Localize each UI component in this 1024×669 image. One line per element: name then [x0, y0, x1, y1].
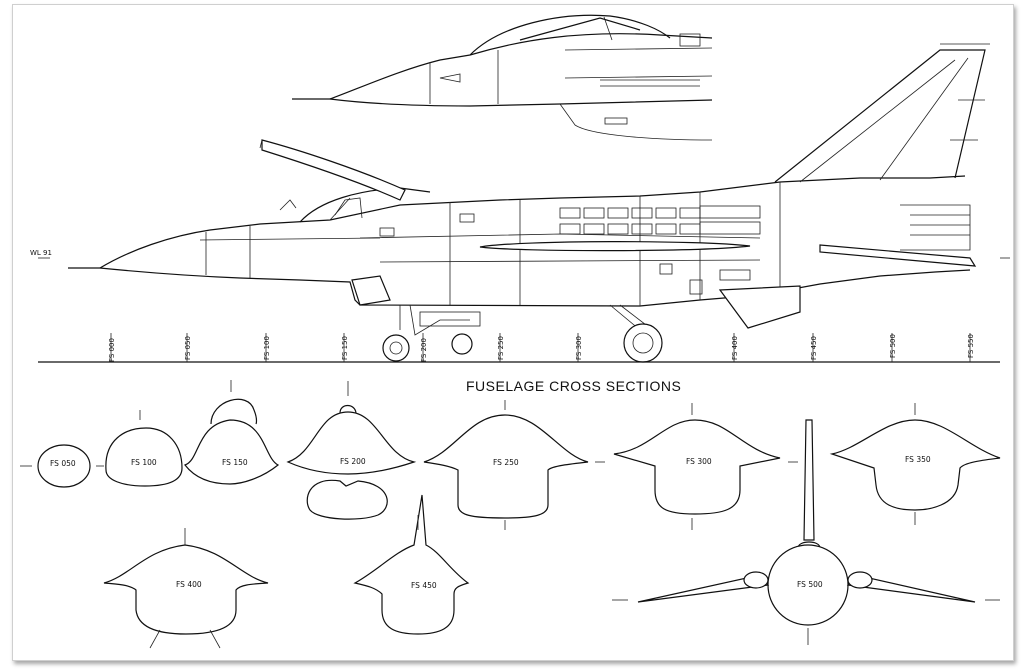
svg-text:FS 000: FS 000	[108, 338, 116, 362]
svg-text:FS 550: FS 550	[967, 334, 975, 358]
station-tick: FS 450	[810, 333, 818, 362]
svg-text:FS 250: FS 250	[497, 336, 505, 360]
waterline-label: WL 91	[30, 249, 52, 257]
station-tick: FS 300	[575, 333, 583, 362]
side-view-fuselage	[38, 43, 1010, 363]
station-tick: FS 250	[497, 333, 505, 362]
section-label: FS 100	[131, 458, 157, 467]
svg-text:FS 300: FS 300	[575, 336, 583, 360]
svg-text:FS 450: FS 450	[810, 336, 818, 360]
station-tick: FS 000	[108, 333, 116, 362]
svg-text:FS 400: FS 400	[731, 336, 739, 360]
station-tick: FS 500	[889, 333, 897, 362]
section-fs150: FS 150	[184, 380, 280, 485]
section-fs500: FS 500	[612, 419, 1000, 645]
station-tick: FS 100	[263, 333, 271, 362]
sheet-border	[12, 4, 1014, 661]
section-label: FS 400	[176, 580, 202, 589]
station-tick: FS 400	[731, 333, 739, 362]
svg-text:FS 050: FS 050	[184, 336, 192, 360]
station-tick: FS 150	[341, 333, 349, 362]
station-ticks: FS 000 FS 050 FS 100 FS 150 FS 200 FS 25…	[108, 333, 975, 362]
station-tick: FS 550	[967, 333, 975, 362]
svg-text:FS 150: FS 150	[341, 336, 349, 360]
top-partial-view	[292, 14, 713, 141]
svg-text:FS 500: FS 500	[889, 334, 897, 358]
section-label: FS 500	[797, 580, 823, 589]
section-title: FUSELAGE CROSS SECTIONS	[466, 378, 681, 394]
svg-text:FS 100: FS 100	[263, 336, 271, 360]
section-label: FS 250	[493, 458, 519, 467]
section-fs350: FS 350	[829, 403, 1001, 525]
section-label: FS 350	[905, 455, 931, 464]
section-label: FS 150	[222, 458, 248, 467]
section-fs100: FS 100	[105, 410, 183, 487]
svg-text:FS 200: FS 200	[420, 338, 428, 362]
section-fs400: FS 400	[103, 528, 269, 649]
section-fs450: FS 450	[353, 494, 470, 635]
section-label: FS 450	[411, 581, 437, 590]
section-fs050: FS 050	[20, 444, 104, 488]
section-label: FS 300	[686, 457, 712, 466]
station-tick: FS 050	[184, 333, 192, 362]
station-tick: FS 200	[420, 333, 428, 362]
section-fs300: FS 300	[595, 403, 798, 530]
section-label: FS 200	[340, 457, 366, 466]
section-label: FS 050	[50, 459, 76, 468]
section-fs200: FS 200	[286, 381, 417, 520]
section-fs250: FS 250	[423, 400, 589, 530]
